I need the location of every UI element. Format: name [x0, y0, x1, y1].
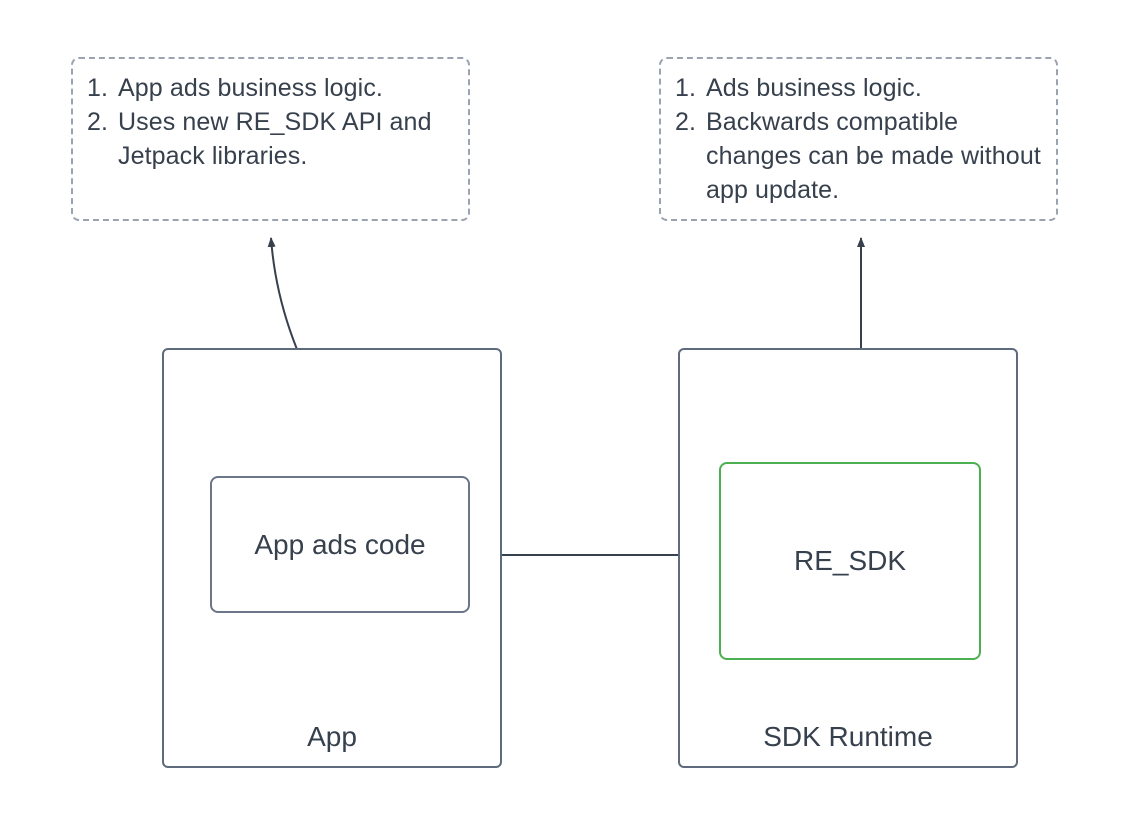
node-re-sdk-label: RE_SDK [793, 545, 907, 576]
callout-note-right: 1. Ads business logic. 2. Backwards comp… [659, 57, 1058, 221]
list-text: App ads business logic. [118, 74, 383, 102]
list-text: Backwards compatible changes can be made… [706, 108, 1041, 204]
callout-note-left: 1. App ads business logic. 2. Uses new R… [71, 57, 470, 221]
container-sdk-runtime-label: SDK Runtime [763, 721, 933, 752]
callout-left-list: 1. App ads business logic. 2. Uses new R… [87, 71, 454, 173]
node-app-ads-code: App ads code [210, 476, 470, 613]
container-app-label: App [307, 721, 357, 752]
callout-left-item-2: 2. Uses new RE_SDK API and Jetpack libra… [87, 105, 454, 173]
callout-right-item-2: 2. Backwards compatible changes can be m… [675, 105, 1042, 207]
list-number: 1. [675, 74, 697, 102]
callout-left-item-1: 1. App ads business logic. [87, 71, 454, 105]
list-number: 2. [675, 108, 697, 136]
list-number: 2. [87, 108, 109, 136]
list-text: Uses new RE_SDK API and Jetpack librarie… [118, 108, 432, 170]
callout-right-item-1: 1. Ads business logic. [675, 71, 1042, 105]
node-app-ads-code-label: App ads code [254, 528, 426, 560]
node-re-sdk: RE_SDK [719, 462, 981, 660]
list-text: Ads business logic. [706, 74, 922, 102]
list-number: 1. [87, 74, 109, 102]
callout-right-list: 1. Ads business logic. 2. Backwards comp… [675, 71, 1042, 207]
